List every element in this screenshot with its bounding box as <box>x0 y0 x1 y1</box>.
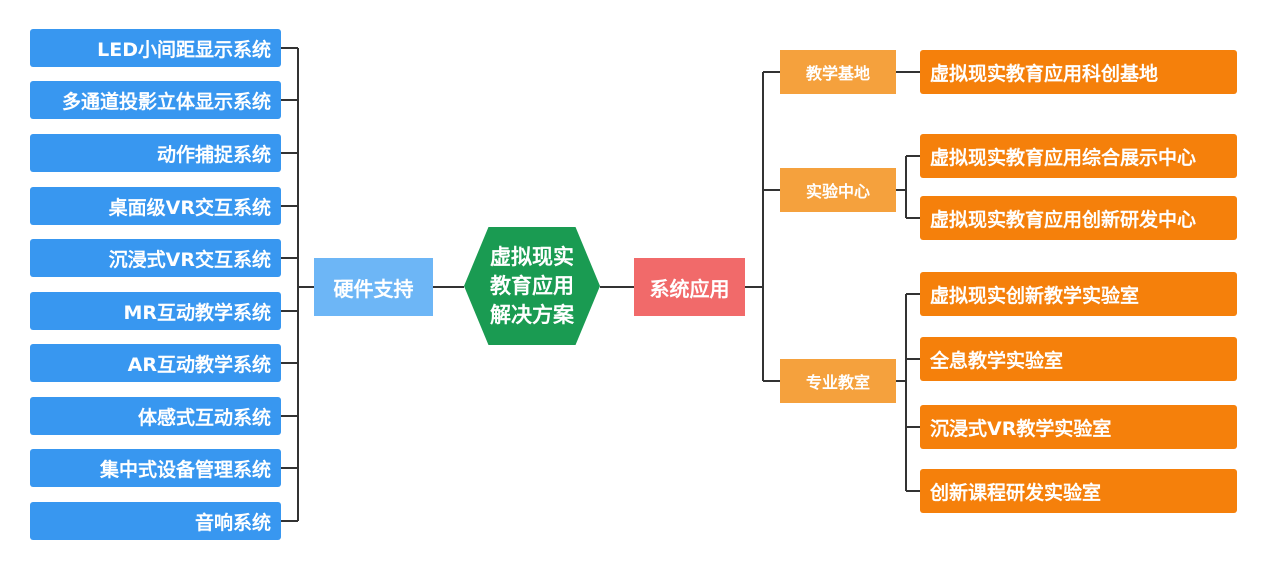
center-topic-line: 虚拟现实 <box>490 244 574 269</box>
hardware-support-node: 硬件支持 <box>314 258 433 316</box>
hardware-item: 动作捕捉系统 <box>30 134 281 172</box>
leaf-node: 沉浸式VR教学实验室 <box>920 405 1237 449</box>
center-topic-line: 解决方案 <box>490 302 574 327</box>
leaf-node: 虚拟现实教育应用创新研发中心 <box>920 196 1237 240</box>
hardware-item: LED小间距显示系统 <box>30 29 281 67</box>
leaf-node: 创新课程研发实验室 <box>920 469 1237 513</box>
hardware-item: 体感式互动系统 <box>30 397 281 435</box>
category-teaching-base: 教学基地 <box>780 50 896 94</box>
hardware-item: 桌面级VR交互系统 <box>30 187 281 225</box>
leaf-node: 虚拟现实教育应用综合展示中心 <box>920 134 1237 178</box>
hardware-item: AR互动教学系统 <box>30 344 281 382</box>
category-lab-center: 实验中心 <box>780 168 896 212</box>
hardware-item: 音响系统 <box>30 502 281 540</box>
hardware-item: 沉浸式VR交互系统 <box>30 239 281 277</box>
center-topic-node: 虚拟现实 教育应用 解决方案 <box>464 227 600 345</box>
leaf-node: 全息教学实验室 <box>920 337 1237 381</box>
hardware-item: MR互动教学系统 <box>30 292 281 330</box>
leaf-node: 虚拟现实创新教学实验室 <box>920 272 1237 316</box>
system-application-node: 系统应用 <box>634 258 745 316</box>
hardware-item: 多通道投影立体显示系统 <box>30 81 281 119</box>
leaf-node: 虚拟现实教育应用科创基地 <box>920 50 1237 94</box>
category-professional-classroom: 专业教室 <box>780 359 896 403</box>
hardware-item: 集中式设备管理系统 <box>30 449 281 487</box>
center-topic-line: 教育应用 <box>490 273 574 298</box>
